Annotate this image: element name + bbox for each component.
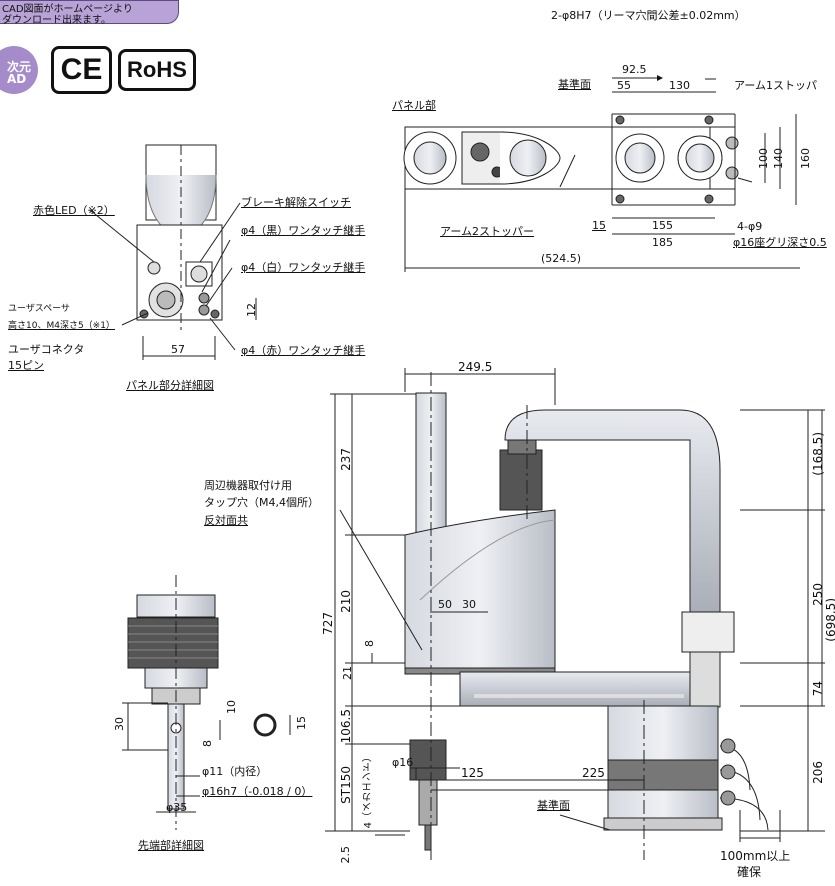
dim-727: 727	[321, 612, 335, 635]
dim-100: 100	[757, 148, 770, 169]
tap-hole-label-2: タップ穴（M4,4個所）	[204, 496, 319, 509]
tip-dim-10: 10	[225, 700, 238, 714]
top-ref-surface-label: 基準面	[558, 78, 591, 91]
dim-8: 8	[363, 640, 376, 647]
download-banner: CAD図面がホームページより ダウンロード出来ます。	[0, 0, 179, 26]
dim-125: 125	[461, 766, 484, 780]
ream-hole-label: 2-φ8H7（リーマ穴間公差±0.02mm）	[551, 9, 746, 22]
panel-part-label: パネル部	[392, 99, 436, 112]
dim-30: 30	[462, 598, 476, 611]
dim-237: 237	[339, 448, 353, 471]
arm2-stopper-label: アーム2ストッパー	[440, 225, 535, 238]
mech-end-label: 4（メカエンド）	[363, 752, 374, 829]
dim-250: 250	[811, 583, 825, 606]
dim-21: 21	[341, 666, 354, 680]
cad-badge-line-2: AD	[7, 72, 27, 86]
user-spacer-label-2: 高さ10、M4深さ5（※1）	[8, 321, 115, 331]
dim-524-5: (524.5)	[541, 252, 582, 265]
tip-dim-15: 15	[295, 716, 308, 730]
banner-line-2: ダウンロード出来ます。	[2, 15, 111, 26]
dim-185: 185	[652, 236, 673, 249]
dim-phi16: φ16	[392, 756, 414, 769]
tip-dim-phi35: φ35	[166, 801, 188, 814]
dim-15: 15	[592, 219, 606, 232]
dim-106-5: 106.5	[339, 709, 353, 744]
clearance-label-2: 確保	[737, 865, 762, 879]
fitting-white-label: φ4（白）ワンタッチ継手	[241, 261, 366, 274]
tip-dim-30: 30	[113, 717, 126, 731]
banner-line-1: CAD図面がホームページより	[2, 4, 133, 15]
ce-mark-icon: CE	[51, 46, 112, 94]
red-led-label: 赤色LED（※2）	[33, 204, 115, 217]
counterbore-label: φ16座グリ深さ0.5	[733, 236, 827, 249]
dim-168-5: (168.5)	[811, 432, 825, 476]
side-ref-surface-label: 基準面	[537, 799, 570, 812]
dim-160: 160	[799, 148, 812, 169]
top-view	[403, 75, 800, 272]
panel-detail	[89, 144, 257, 360]
tap-hole-label-3: 反対面共	[204, 514, 248, 527]
clearance-label-1: 100mm以上	[720, 849, 791, 863]
dim-55: 55	[617, 79, 631, 92]
dim-50: 50	[438, 598, 452, 611]
dim-2-5: 2.5	[339, 846, 352, 864]
cad-icon: 次元 AD	[0, 46, 38, 94]
panel-dim-12: 12	[245, 303, 258, 317]
dim-155: 155	[652, 219, 673, 232]
hole-4-phi9-label: 4-φ9	[737, 220, 763, 233]
user-connector-label-1: ユーザコネクタ	[8, 343, 85, 356]
dim-92-5: 92.5	[622, 63, 647, 76]
cad-badge-line-1: 次元	[7, 60, 32, 74]
arm1-stopper-label: アーム1ストッパ	[734, 79, 818, 92]
dim-225: 225	[582, 766, 605, 780]
dim-st150: ST150	[339, 766, 353, 804]
tap-hole-label-1: 周辺機器取付け用	[204, 479, 292, 492]
tip-detail	[122, 575, 291, 830]
dim-74: 74	[811, 681, 825, 697]
brake-switch-label: ブレーキ解除スイッチ	[241, 196, 351, 209]
dim-206: 206	[811, 761, 825, 784]
fitting-red-label: φ4（赤）ワンタッチ継手	[241, 344, 366, 357]
panel-dim-57: 57	[171, 343, 185, 356]
user-spacer-label-1: ユーザスペーサ	[8, 304, 70, 314]
inner-dia-label: φ11（内径）	[202, 765, 268, 778]
dim-130: 130	[669, 79, 690, 92]
shaft-tolerance-label: φ16h7（-0.018 / 0）	[202, 785, 313, 798]
tip-dim-8: 8	[201, 740, 214, 747]
tip-detail-caption: 先端部詳細図	[138, 839, 204, 852]
dim-249-5: 249.5	[458, 360, 493, 374]
dim-140: 140	[772, 148, 785, 169]
dim-698-5: (698.5)	[824, 598, 835, 642]
user-connector-label-2: 15ピン	[8, 359, 44, 372]
fitting-black-label: φ4（黒）ワンタッチ継手	[241, 224, 366, 237]
side-view	[325, 368, 825, 860]
dim-210: 210	[339, 590, 353, 613]
rohs-mark-icon: RoHS	[118, 49, 196, 91]
panel-detail-caption: パネル部分詳細図	[126, 379, 214, 392]
